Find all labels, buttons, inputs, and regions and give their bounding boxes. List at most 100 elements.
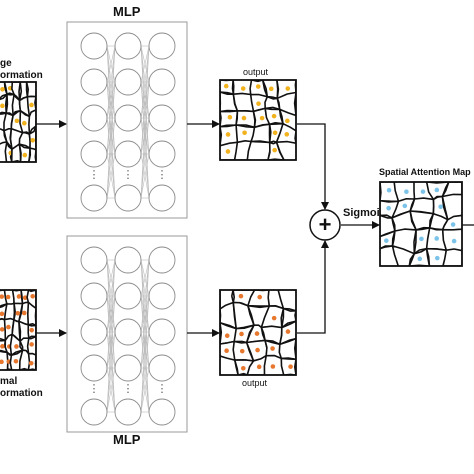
cell-nucleus — [22, 120, 27, 126]
top-input-image — [0, 81, 37, 163]
cell — [278, 337, 296, 361]
cell — [18, 349, 31, 370]
mlp-connection — [106, 295, 116, 413]
cell-nucleus — [22, 152, 28, 158]
mlp-neuron — [148, 68, 176, 96]
sum-symbol: + — [319, 212, 332, 237]
cell-nucleus — [0, 103, 5, 109]
top-output-label: output — [243, 67, 269, 77]
mlp-connection — [140, 117, 150, 199]
cell-nucleus — [256, 364, 262, 370]
cell — [250, 123, 271, 144]
mlp-connection — [140, 45, 150, 199]
mlp-neuron — [114, 398, 142, 426]
mlp-connection — [140, 45, 150, 119]
cell-nucleus — [0, 327, 5, 332]
mlp-neuron — [148, 282, 176, 310]
attention-map-image — [379, 181, 463, 267]
mlp-connection — [106, 45, 116, 83]
top-input-label-line2: ormation — [0, 70, 43, 81]
mlp-neuron — [80, 32, 108, 60]
mlp-neuron — [114, 184, 142, 212]
cell — [27, 147, 36, 162]
cell — [441, 193, 462, 221]
mlp-neuron — [148, 184, 176, 212]
cell-nucleus — [225, 132, 231, 137]
cell — [233, 140, 252, 160]
cell — [26, 301, 36, 327]
top-mlp-title: MLP — [113, 4, 141, 19]
cell-nucleus — [22, 295, 28, 301]
cell — [28, 125, 36, 151]
cell-nucleus — [238, 293, 244, 299]
mlp-ellipsis: ⋮ — [157, 168, 168, 181]
cell-nucleus — [402, 203, 408, 209]
cell-nucleus — [29, 342, 34, 347]
cell-nucleus — [6, 324, 11, 330]
cell — [275, 140, 296, 160]
cell-nucleus — [270, 346, 275, 351]
bottom-mlp-network: ⋮⋮⋮ — [80, 246, 176, 426]
cell-image-border — [0, 81, 37, 163]
cell-nucleus — [28, 360, 34, 366]
mlp-connection — [106, 367, 116, 413]
bottom-input-label-line2: ormation — [0, 388, 43, 399]
cell-nucleus — [16, 294, 22, 299]
cell-nucleus — [288, 364, 293, 369]
mlp-connection — [140, 153, 150, 199]
cell-nucleus — [225, 149, 231, 154]
top-output-image — [219, 79, 297, 161]
cell-image-border — [379, 181, 463, 267]
cell-nucleus — [0, 311, 5, 317]
cell-nucleus — [419, 236, 424, 242]
cell-nucleus — [285, 118, 290, 124]
mlp-connection — [140, 45, 150, 83]
cell-nucleus — [254, 331, 260, 336]
mlp-ellipsis: ⋮ — [123, 168, 134, 181]
mlp-neuron — [80, 140, 108, 168]
cell-nucleus — [259, 115, 265, 121]
sum-node — [309, 209, 341, 241]
mlp-neuron — [114, 104, 142, 132]
bottom-input-label-line1: mal — [0, 376, 18, 387]
mlp-neuron — [80, 282, 108, 310]
mlp-neuron — [148, 104, 176, 132]
cell — [25, 82, 36, 98]
cell-nucleus — [386, 187, 392, 193]
cell-nucleus — [14, 344, 19, 349]
cell — [280, 307, 296, 329]
cell-nucleus — [0, 359, 4, 365]
mlp-neuron — [114, 32, 142, 60]
mlp-neuron — [114, 246, 142, 274]
cell-nucleus — [256, 101, 261, 106]
mlp-neuron — [148, 32, 176, 60]
cell-nucleus — [438, 204, 443, 210]
mlp-connection — [106, 259, 116, 413]
mlp-connection — [140, 45, 150, 155]
cell-nucleus — [272, 147, 277, 153]
cell-nucleus — [13, 358, 19, 364]
top-mlp-network: ⋮ ⋮ ⋮ — [80, 32, 176, 212]
mlp-neuron — [114, 68, 142, 96]
mlp-connection — [106, 45, 116, 155]
mlp-neuron — [80, 318, 108, 346]
cell-nucleus — [29, 327, 34, 333]
mlp-neuron — [114, 282, 142, 310]
mlp-connection — [140, 259, 150, 297]
cell-image-border — [0, 289, 37, 371]
cell-nucleus — [451, 238, 457, 244]
cell-nucleus — [5, 294, 11, 300]
mlp-connection — [140, 259, 150, 369]
cell — [246, 354, 268, 375]
mlp-neuron — [148, 354, 176, 382]
cell-image-border — [219, 79, 297, 161]
cell-nucleus — [242, 130, 247, 136]
mlp-connection — [106, 117, 116, 199]
mlp-connection — [140, 259, 150, 333]
cell — [28, 109, 36, 135]
cell-nucleus — [227, 114, 233, 120]
mlp-neuron — [80, 184, 108, 212]
bottom-output-label: output — [242, 378, 268, 388]
cell-nucleus — [434, 187, 440, 193]
mlp-ellipsis: ⋮ — [89, 168, 100, 181]
